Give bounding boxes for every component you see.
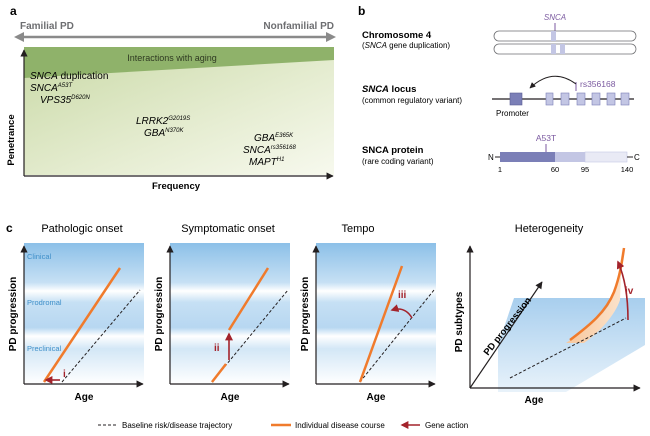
arrow-left-icon bbox=[14, 32, 24, 42]
exon-2 bbox=[560, 92, 570, 106]
individual-course-2b bbox=[227, 267, 270, 331]
x-label-4: Age bbox=[525, 395, 544, 406]
roman-iii: iii bbox=[398, 290, 407, 301]
protein-tick-95: 95 bbox=[581, 165, 589, 174]
y-label-3: PD progression bbox=[300, 277, 311, 351]
aging-band bbox=[24, 47, 334, 78]
roman-iv: iv bbox=[625, 286, 634, 297]
panel-b-letter: b bbox=[358, 4, 365, 18]
locus-sub: (common regulatory variant) bbox=[362, 96, 462, 105]
protein-title: SNCA protein bbox=[362, 145, 424, 156]
protein-tick-140: 140 bbox=[621, 165, 634, 174]
exon-4 bbox=[591, 92, 601, 106]
panel-a-letter: a bbox=[10, 4, 17, 18]
title-tempo: Tempo bbox=[341, 223, 374, 235]
protein-tick-60: 60 bbox=[551, 165, 559, 174]
title-pathologic-onset: Pathologic onset bbox=[41, 223, 122, 235]
exon-6 bbox=[620, 92, 630, 106]
penetrance-label: Penetrance bbox=[6, 114, 17, 165]
chromosome-copy-1 bbox=[493, 30, 637, 42]
snca-band-2 bbox=[551, 44, 556, 54]
stage-background-1 bbox=[24, 243, 144, 384]
chromosome-sub: (SNCA gene duplication) bbox=[362, 41, 450, 50]
panel-b: b Chromosome 4 (SNCA gene duplication) S… bbox=[358, 4, 640, 174]
panel-a: a Familial PD Nonfamilial PD Interaction… bbox=[6, 4, 336, 192]
legend-individual-label: Individual disease course bbox=[295, 421, 385, 430]
promoter-label: Promoter bbox=[496, 109, 529, 118]
x-label-3: Age bbox=[367, 392, 386, 403]
x-label-1: Age bbox=[75, 392, 94, 403]
aging-label: Interactions with aging bbox=[127, 53, 217, 63]
y-label-4: PD subtypes bbox=[454, 291, 465, 352]
panel-c-letter: c bbox=[6, 221, 13, 235]
z-axis-4 bbox=[469, 281, 543, 389]
roman-i: i bbox=[63, 369, 66, 380]
baseline-trajectory-1 bbox=[61, 289, 141, 383]
regulation-arrow bbox=[529, 75, 577, 89]
protein-domain-nac bbox=[555, 152, 585, 162]
protein-c-terminus: C bbox=[634, 153, 640, 162]
frequency-label: Frequency bbox=[152, 181, 201, 192]
chromosome-title: Chromosome 4 bbox=[362, 30, 432, 41]
gene-snca-rs356168: SNCArs356168 bbox=[243, 145, 296, 156]
rs356168-label: rs356168 bbox=[580, 79, 616, 89]
legend-gene-label: Gene action bbox=[425, 421, 468, 430]
y-label-1: PD progression bbox=[8, 277, 19, 351]
exon-5 bbox=[606, 92, 616, 106]
a53t-label: A53T bbox=[536, 133, 556, 143]
protein-n-terminus: N bbox=[488, 153, 494, 162]
plot-pathologic-onset: Clinical Prodromal Preclinical i PD prog… bbox=[8, 243, 144, 403]
promoter-box bbox=[509, 92, 523, 106]
x-label-2: Age bbox=[221, 392, 240, 403]
baseline-trajectory-4 bbox=[509, 317, 627, 379]
familial-label: Familial PD bbox=[20, 21, 74, 32]
title-heterogeneity: Heterogeneity bbox=[515, 223, 584, 235]
nonfamilial-label: Nonfamilial PD bbox=[263, 21, 334, 32]
legend: Baseline risk/disease trajectory Individ… bbox=[98, 421, 468, 430]
gene-action-arrow-4 bbox=[616, 260, 629, 321]
snca-band-dup bbox=[560, 44, 565, 54]
zone-clinical: Clinical bbox=[27, 252, 52, 261]
gene-gba-e365k: GBAE365K bbox=[254, 133, 294, 144]
subtype-plane bbox=[498, 298, 645, 392]
protein-sub: (rare coding variant) bbox=[362, 157, 434, 166]
arrow-right-icon bbox=[326, 32, 336, 42]
gene-snca-a53t: SNCAA53T bbox=[30, 83, 73, 94]
y-label-2: PD progression bbox=[154, 277, 165, 351]
gene-snca-duplication: SNCA duplication bbox=[30, 71, 108, 82]
gene-action-arrow-3 bbox=[390, 304, 413, 319]
individual-course-3 bbox=[358, 265, 404, 383]
roman-ii: ii bbox=[214, 343, 220, 354]
locus-title: SNCA locus bbox=[362, 84, 416, 95]
individual-course-1 bbox=[42, 267, 122, 383]
panel-c: c Pathologic onset Symptomatic onset Tem… bbox=[6, 221, 645, 430]
exon-1 bbox=[545, 92, 554, 106]
stage-background-3 bbox=[316, 243, 436, 384]
individual-course-2a bbox=[211, 363, 227, 383]
protein-domain-c bbox=[584, 151, 628, 163]
protein-domain-n bbox=[500, 152, 555, 162]
plot-heterogeneity: iv PD subtypes PD progression Age bbox=[454, 245, 645, 406]
gene-gba-n370k: GBAN370K bbox=[144, 128, 184, 139]
gene-vps35: VPS35D620N bbox=[40, 95, 90, 106]
exon-3 bbox=[576, 92, 586, 106]
snca-marker-label: SNCA bbox=[544, 13, 566, 22]
snca-band-1 bbox=[551, 31, 556, 41]
plot-symptomatic-onset: ii PD progression Age bbox=[154, 243, 290, 403]
protein-tick-1: 1 bbox=[498, 165, 502, 174]
gene-mapt: MAPTH1 bbox=[249, 157, 284, 168]
subtype-spread-fill bbox=[566, 250, 622, 343]
plot-tempo: iii PD progression Age bbox=[300, 243, 436, 403]
zone-preclinical: Preclinical bbox=[27, 344, 62, 353]
title-symptomatic-onset: Symptomatic onset bbox=[181, 223, 275, 235]
legend-baseline-label: Baseline risk/disease trajectory bbox=[122, 421, 232, 430]
gene-lrrk2: LRRK2G2019S bbox=[136, 116, 190, 127]
zone-prodromal: Prodromal bbox=[27, 298, 62, 307]
stage-background-2 bbox=[170, 243, 290, 384]
